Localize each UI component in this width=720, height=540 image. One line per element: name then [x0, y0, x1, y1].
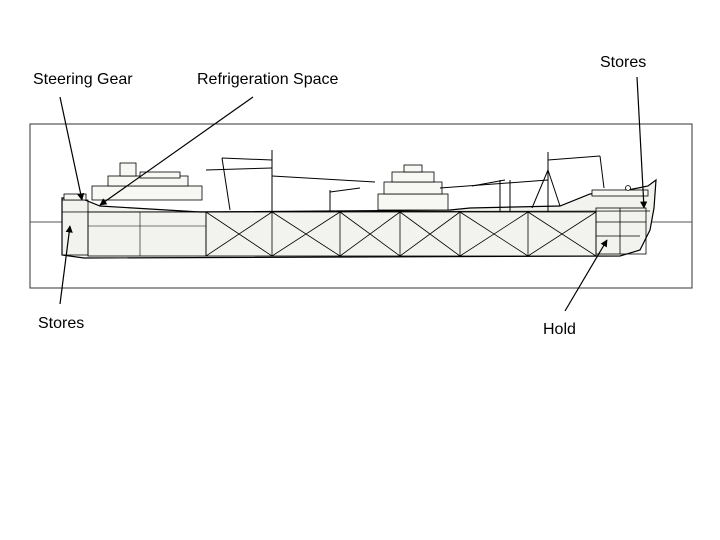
hold-label: Hold — [543, 321, 576, 338]
masts-booms — [205, 150, 605, 212]
stores-aft-leader — [59, 225, 73, 305]
stores-aft-label: Stores — [38, 315, 85, 332]
hold-leader — [564, 239, 608, 312]
midship-superstructure — [377, 164, 449, 211]
steering-gear-label: Steering Gear — [33, 71, 133, 88]
forward-compartment — [595, 207, 647, 255]
stores-forward-label: Stores — [600, 54, 647, 71]
refrigeration-space-label: Refrigeration Space — [197, 71, 339, 88]
forecastle — [591, 185, 649, 197]
stores-forward-leader — [636, 76, 648, 209]
refrigeration-leader — [99, 96, 254, 206]
steering-gear-leader — [59, 96, 85, 201]
aft-superstructure — [63, 162, 203, 201]
